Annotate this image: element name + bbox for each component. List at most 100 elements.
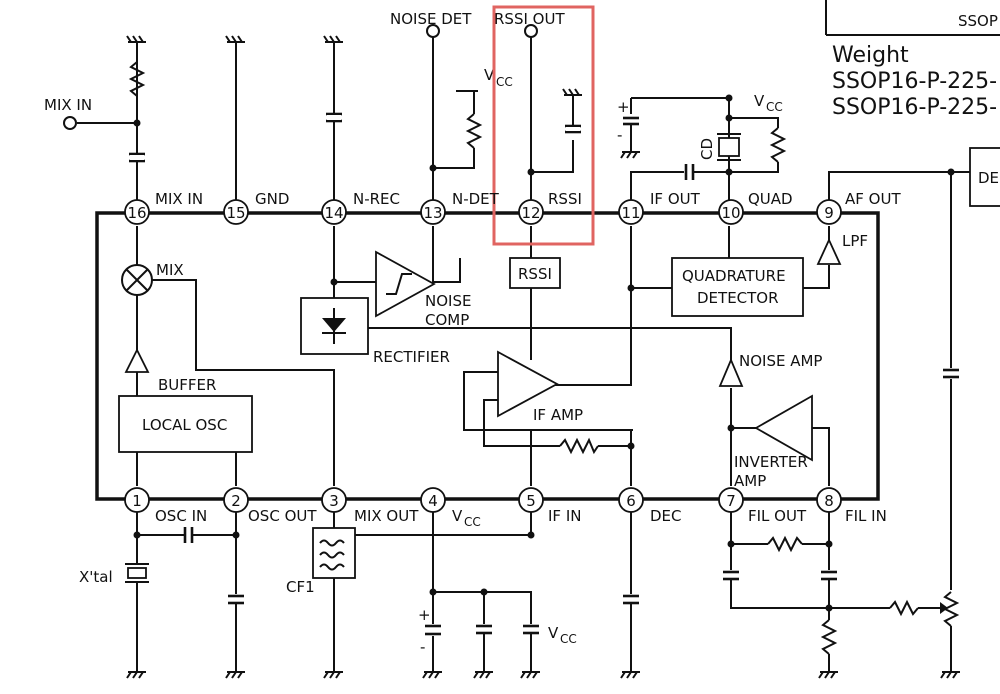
minus-sign: -	[617, 126, 622, 144]
ground-icon	[473, 671, 493, 679]
pin-number: 2	[231, 492, 241, 510]
noise-comp-label-2: COMP	[425, 311, 469, 329]
lpf-label: LPF	[842, 232, 868, 250]
pin-10: 10 QUAD	[718, 190, 793, 225]
title-partial-text: SSOP	[958, 12, 998, 30]
pin-number: 14	[324, 204, 343, 222]
if-amp-label: IF AMP	[533, 406, 583, 424]
pin-number: 11	[621, 204, 640, 222]
ground-icon	[940, 671, 960, 679]
pin-label: QUAD	[748, 190, 793, 208]
resistor-78	[767, 535, 803, 553]
hysteresis-icon	[386, 273, 412, 295]
quad-label-1: QUADRATURE	[682, 267, 786, 285]
pin-label: FIL IN	[845, 507, 887, 525]
mix-label: MIX	[156, 261, 184, 279]
xtal-label: X'tal	[79, 568, 113, 586]
crystal-icon	[127, 567, 147, 579]
package-line-1: SSOP16-P-225-	[832, 69, 997, 94]
ground-icon	[225, 671, 245, 679]
ground-icon	[818, 671, 838, 679]
resistor-vol	[889, 599, 919, 617]
ic-outline	[95, 211, 880, 501]
mix-in-ext-label: MIX IN	[44, 96, 92, 114]
det-partial-label: DE	[978, 169, 999, 187]
rssi-out-label: RSSI OUT	[494, 10, 565, 28]
if-amp-symbol	[497, 350, 559, 418]
if-amp-resistor	[559, 437, 599, 455]
pin-label-sub: CC	[464, 515, 481, 529]
resistor-13	[465, 113, 483, 149]
package-line-2: SSOP16-P-225-	[832, 95, 997, 120]
noise-comp-symbol	[375, 250, 436, 318]
rssi-block-label: RSSI	[518, 265, 552, 283]
quadrature-detector-block	[671, 257, 804, 317]
pin-label: GND	[255, 190, 289, 208]
ground-icon	[323, 35, 343, 43]
volume-potentiometer	[942, 591, 960, 627]
pin-13: 13N-DET	[420, 190, 500, 225]
ground-icon	[562, 88, 582, 96]
title-box: SSOP	[825, 0, 1000, 36]
noise-comp-label-1: NOISE	[425, 292, 471, 310]
mix-in-terminal	[63, 116, 77, 130]
pin-label: N-REC	[353, 190, 400, 208]
pin-number: 3	[329, 492, 339, 510]
inverter-label-1: INVERTER	[734, 453, 808, 471]
pin-14: 14 N-REC	[321, 190, 400, 225]
noise-amp-label: NOISE AMP	[739, 352, 822, 370]
det-block	[969, 147, 1000, 207]
pin-label: DEC	[650, 507, 682, 525]
rectifier-label: RECTIFIER	[373, 348, 450, 366]
ceramic-discriminator	[718, 137, 740, 157]
pin-12: 12 RSSI	[518, 190, 582, 225]
resistor-10	[769, 127, 787, 163]
weight-label: Weight	[832, 43, 909, 68]
inverter-label-2: AMP	[734, 472, 766, 490]
buffer-label: BUFFER	[158, 376, 216, 394]
noise-det-label: NOISE DET	[390, 10, 472, 28]
pin-label: FIL OUT	[748, 507, 807, 525]
pin-number: 8	[824, 492, 834, 510]
rssi-out-terminal	[524, 24, 538, 38]
local-osc-block	[118, 395, 253, 453]
ground-icon	[520, 671, 540, 679]
filter-wave-icon	[319, 539, 345, 547]
lpf-symbol	[816, 237, 842, 265]
vcc-label-13: V	[484, 66, 495, 84]
ground-icon	[323, 671, 343, 679]
pin-number: 12	[521, 204, 540, 222]
pin-label: IF IN	[548, 507, 581, 525]
plus-sign: +	[418, 606, 431, 624]
ground-icon	[422, 671, 442, 679]
vcc-sub-13: CC	[496, 75, 513, 89]
pin-number: 16	[127, 204, 146, 222]
rssi-highlight-box	[492, 5, 595, 246]
buffer-symbol	[124, 347, 150, 373]
vcc-sub-10: CC	[766, 100, 783, 114]
ground-icon	[126, 671, 146, 679]
pin-label: AF OUT	[845, 190, 901, 208]
pin-label: V	[452, 507, 463, 525]
vcc-label-4b: V	[548, 624, 559, 642]
plus-sign: +	[617, 98, 630, 116]
pin-label: IF OUT	[650, 190, 701, 208]
pin-number: 7	[726, 492, 736, 510]
vcc-label-10: V	[754, 92, 765, 110]
vcc-sub-4b: CC	[560, 632, 577, 646]
pin-label: N-DET	[452, 190, 500, 208]
pin-number: 10	[721, 204, 740, 222]
pin-11: 11 IF OUT	[618, 190, 701, 225]
pin-label: RSSI	[548, 190, 582, 208]
pin-label: OSC IN	[155, 507, 207, 525]
mixer-symbol	[121, 264, 153, 296]
pin-number: 15	[226, 204, 245, 222]
quad-label-2: DETECTOR	[697, 289, 779, 307]
